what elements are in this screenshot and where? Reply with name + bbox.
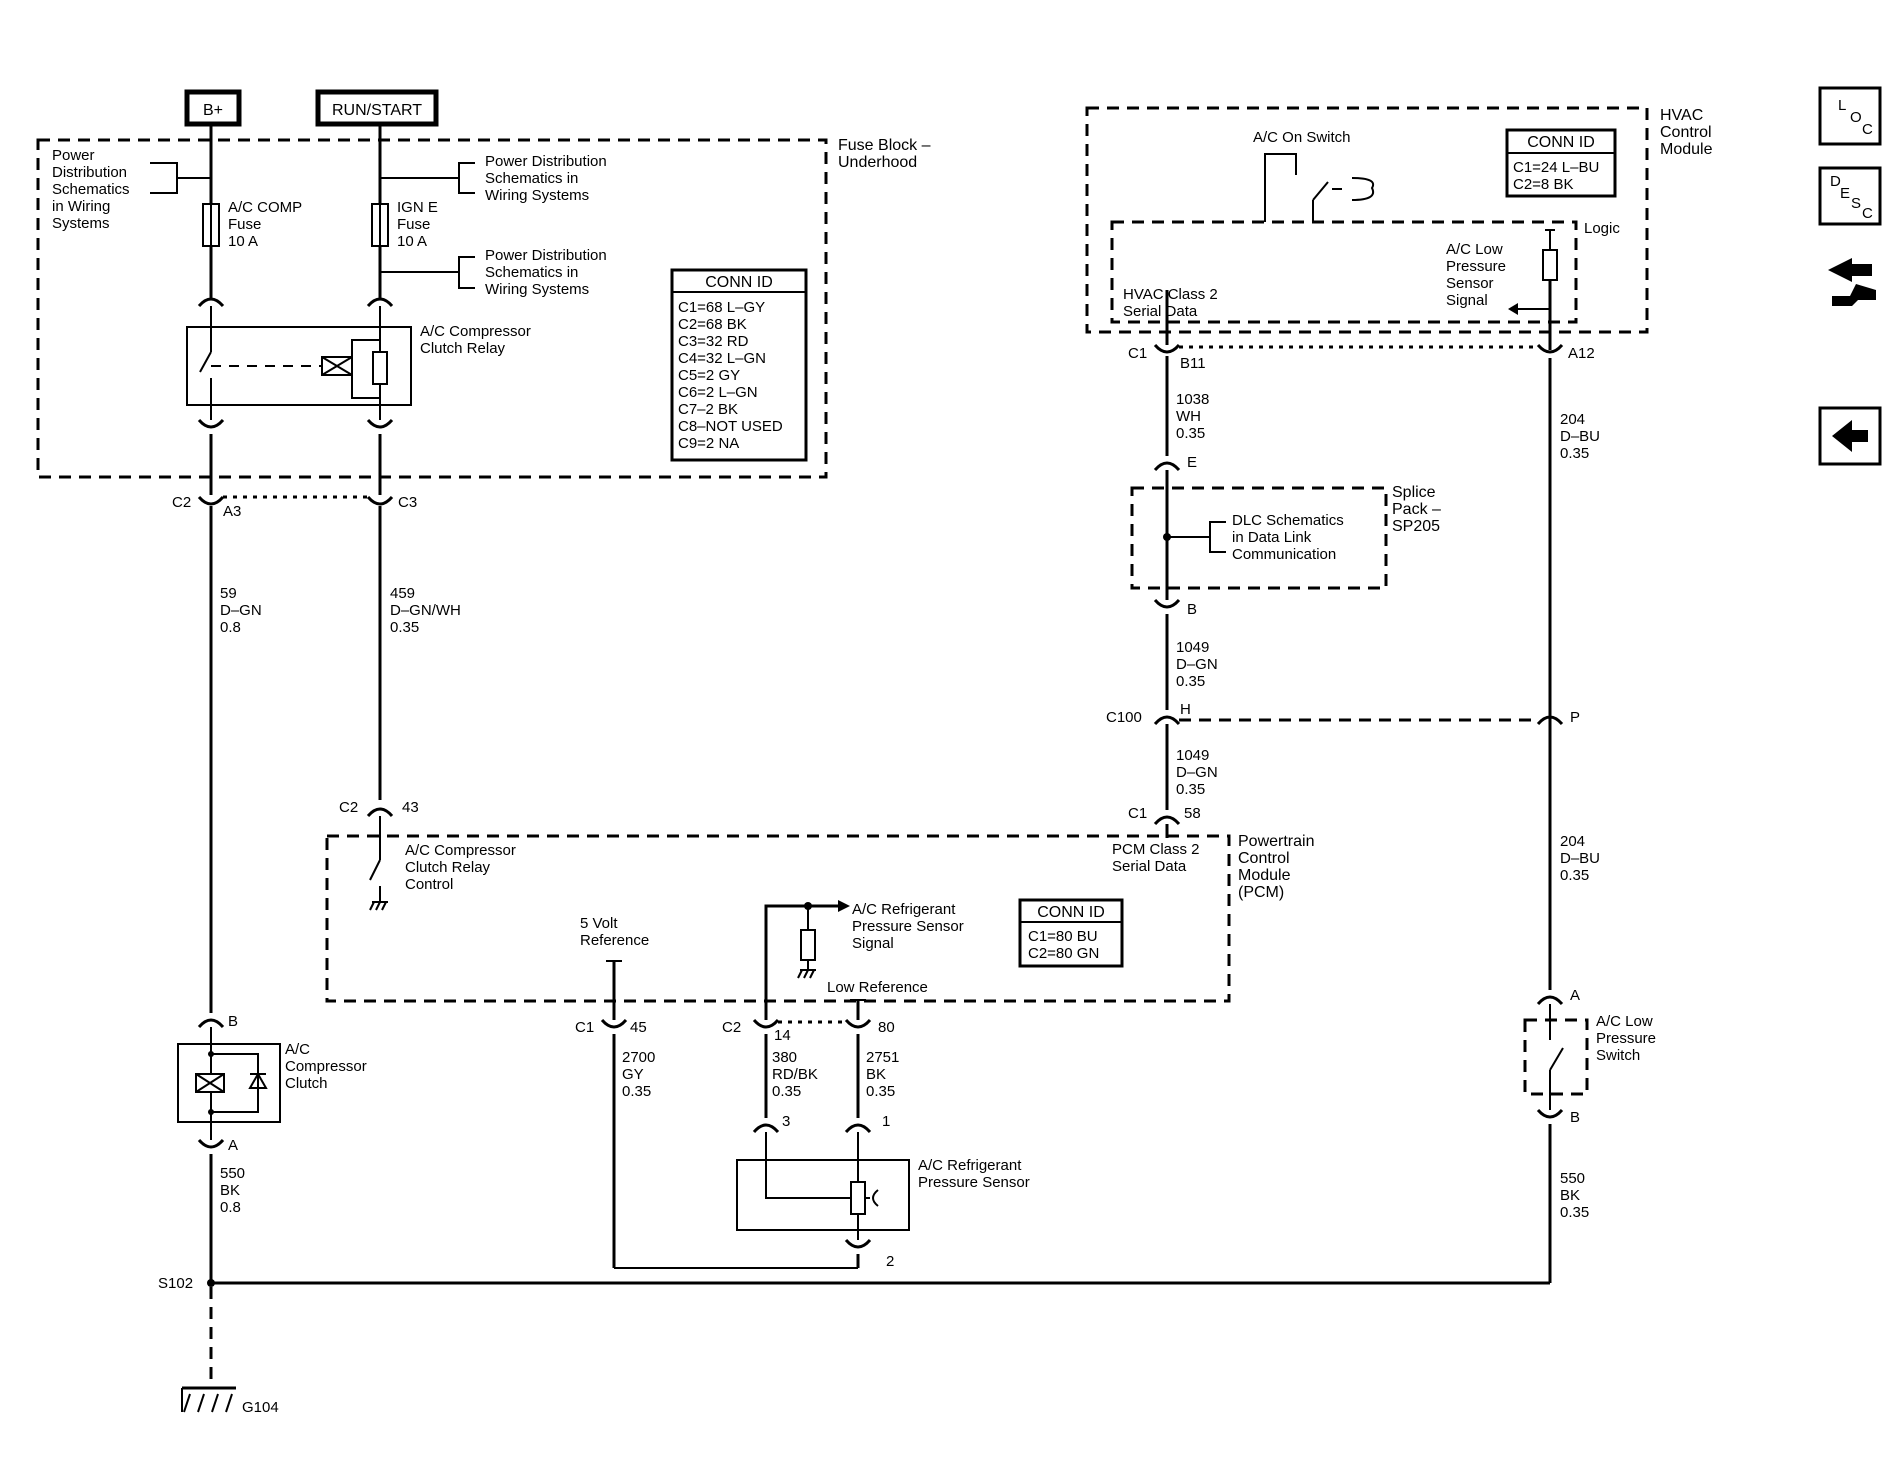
fuse-block-conn-id: CONN ID C1=68 L–GY C2=68 BK C3=32 RD C4=… [670,268,808,462]
fuse1-label: A/C COMP Fuse 10 A [228,199,306,250]
logic-label: Logic [1584,220,1620,237]
splice-pack-sp205 [1130,486,1388,590]
ac-on-switch [1264,153,1297,222]
connector-info-icon[interactable] [1828,258,1876,306]
conn-sw-b: B [1570,1109,1580,1126]
conn-b-splice: B [1187,601,1197,618]
desc-button[interactable]: D E S C [1818,166,1882,226]
conn-p: P [1570,709,1580,726]
svg-text:CONN ID: CONN ID [705,274,773,291]
pcm-title: Powertrain Control Module (PCM) [1238,833,1319,901]
ground-g104: G104 [242,1399,279,1416]
runstart-supply: RUN/START [315,89,439,127]
conn-clutch-b: B [228,1013,238,1030]
conn-sens-3: 3 [782,1113,790,1130]
back-arrow-icon [1832,420,1868,452]
conn-e: E [1187,454,1197,471]
pd-right1-label: Power Distribution Schematics in Wiring … [485,153,611,204]
svg-text:S: S [1851,195,1861,212]
svg-text:L: L [1838,97,1846,114]
conn-sens-1: 1 [882,1113,890,1130]
conn-c2-a3: C2A3 [172,494,241,520]
pd-left-label: Power Distribution Schematics in Wiring … [52,147,134,232]
conn-c1-b11: C1B11 [1128,345,1206,372]
svg-text:B+: B+ [203,102,223,119]
pcm-pullup-resistor [800,929,816,961]
hvac-sensor-signal-label: A/C Low Pressure Sensor Signal [1446,241,1510,309]
svg-text:E: E [1840,185,1850,202]
ac-on-switch-label: A/C On Switch [1253,129,1351,146]
svg-text:C: C [1862,205,1873,222]
pcm-boundary [325,834,1231,1003]
conn-sens-2: 2 [886,1253,894,1270]
fuse2-label: IGN E Fuse 10 A [397,199,442,250]
hvac-pullup-resistor [1542,249,1558,281]
low-reference-label: Low Reference [827,979,928,996]
svg-text:RUN/START: RUN/START [332,102,422,119]
conn-clutch-a: A [228,1137,238,1154]
back-arrow-button[interactable] [1818,406,1882,466]
svg-text:C: C [1862,121,1873,138]
conn-a12: A12 [1568,345,1595,362]
conn-c3: C3 [398,494,417,511]
svg-text:CONN ID: CONN ID [1037,904,1105,921]
relay-label: A/C Compressor Clutch Relay [420,323,535,357]
bplus-supply: B+ [184,89,242,127]
splice-s102: S102 [158,1275,193,1292]
conn-pcm-80: 80 [878,1019,895,1036]
svg-text:C1=68 L–GY C2=68 BK: C1=68 L–GY C2=68 BK C3=32 RD C4=32 L–GN … [678,299,787,452]
relay-resistor [372,351,388,385]
pd-right2-label: Power Distribution Schematics in Wiring … [485,247,611,298]
fuse-block-boundary [36,138,828,479]
hvac-logic-boundary [1110,220,1578,324]
svg-text:D: D [1830,173,1841,190]
ground-symbol [181,1386,236,1413]
sensor-element [850,1181,866,1215]
hvac-control-module-boundary [1085,106,1649,334]
ac-compressor-clutch-relay [186,326,412,406]
ac-low-pressure-switch [1523,1018,1589,1096]
svg-text:O: O [1850,109,1862,126]
loc-button[interactable]: L O C [1818,86,1882,146]
ac-refrigerant-pressure-sensor [736,1159,910,1231]
fuse-block-title: Fuse Block –Underhood [838,137,931,171]
svg-text:CONN ID: CONN ID [1527,134,1595,151]
ac-compressor-clutch [177,1043,281,1123]
conn-sw-a: A [1570,987,1580,1004]
